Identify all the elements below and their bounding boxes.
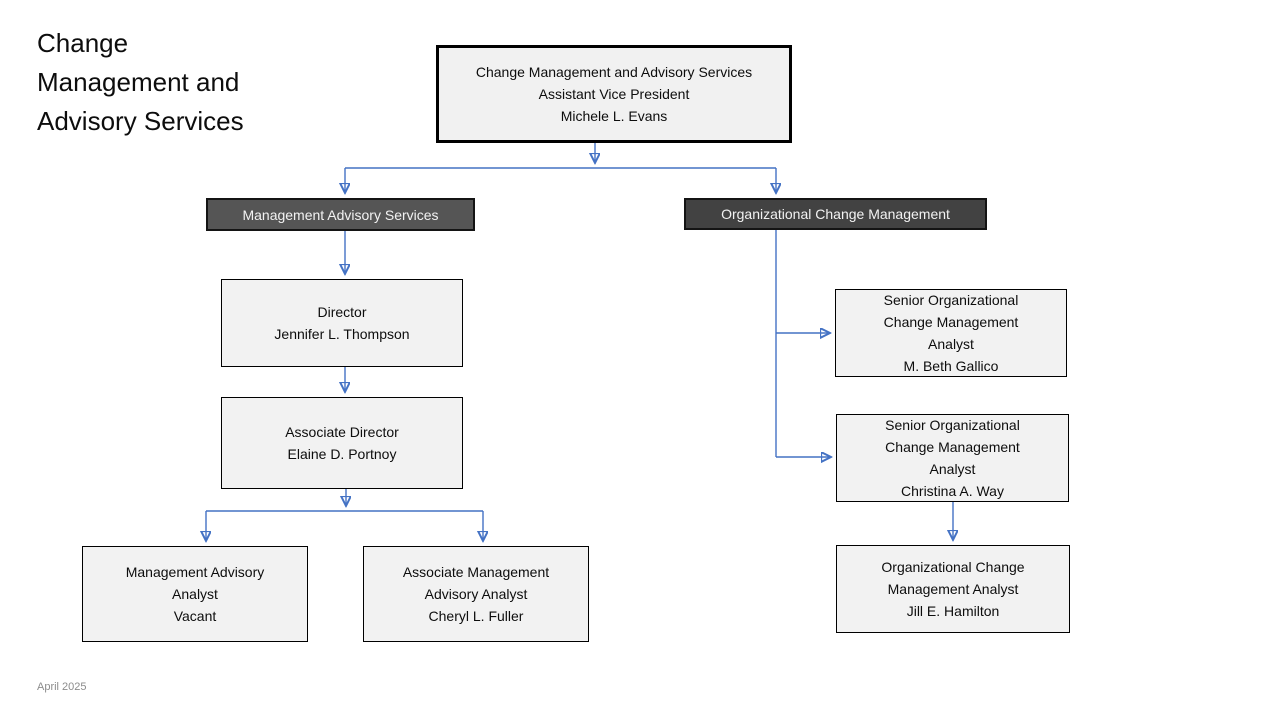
- org-node-associate-director: Associate Director Elaine D. Portnoy: [221, 397, 463, 489]
- node-line: Management Advisory: [125, 564, 265, 580]
- node-line: Organizational Change: [881, 559, 1025, 575]
- page-title-line: Advisory Services: [37, 106, 244, 136]
- page-title-line: Management and: [37, 67, 240, 97]
- node-line: Senior Organizational: [883, 292, 1019, 308]
- org-node-senior-ocm-analyst-1: Senior Organizational Change Management …: [835, 289, 1067, 377]
- node-line: Associate Director: [285, 424, 399, 440]
- node-line: Change Management and Advisory Services: [475, 64, 753, 80]
- node-line: Christina A. Way: [901, 483, 1004, 499]
- group-label-management-advisory-services: Management Advisory Services: [206, 198, 475, 231]
- node-line: Change Management: [883, 314, 1019, 330]
- node-line: Vacant: [173, 608, 217, 624]
- node-line: Jill E. Hamilton: [906, 603, 1000, 619]
- node-line: Analyst: [172, 586, 218, 602]
- node-line: Management Analyst: [887, 581, 1019, 597]
- node-line: Elaine D. Portnoy: [287, 446, 397, 462]
- node-line: Assistant Vice President: [538, 86, 690, 102]
- date-label: April 2025: [37, 681, 87, 693]
- org-node-senior-ocm-analyst-2: Senior Organizational Change Management …: [836, 414, 1069, 502]
- node-line: Director: [317, 304, 367, 320]
- page-title: Change Management and Advisory Services: [37, 24, 244, 141]
- node-line: Advisory Analyst: [424, 586, 528, 602]
- group-label-organizational-change-management: Organizational Change Management: [684, 198, 987, 230]
- node-line: Cheryl L. Fuller: [428, 608, 524, 624]
- group-label-text: Management Advisory Services: [242, 206, 439, 223]
- org-node-director: Director Jennifer L. Thompson: [221, 279, 463, 367]
- node-line: Analyst: [929, 461, 976, 477]
- node-line: Change Management: [885, 439, 1020, 455]
- node-line: Jennifer L. Thompson: [274, 326, 410, 342]
- node-line: Michele L. Evans: [560, 108, 668, 124]
- node-line: Associate Management: [402, 564, 550, 580]
- node-line: Senior Organizational: [885, 417, 1020, 433]
- node-line: M. Beth Gallico: [903, 358, 999, 374]
- org-node-root: Change Management and Advisory Services …: [436, 45, 792, 143]
- org-node-associate-management-advisory-analyst: Associate Management Advisory Analyst Ch…: [363, 546, 589, 642]
- group-label-text: Organizational Change Management: [721, 206, 950, 222]
- org-node-ocm-analyst: Organizational Change Management Analyst…: [836, 545, 1070, 633]
- node-line: Analyst: [928, 336, 974, 352]
- org-node-management-advisory-analyst: Management Advisory Analyst Vacant: [82, 546, 308, 642]
- page-title-line: Change: [37, 28, 129, 58]
